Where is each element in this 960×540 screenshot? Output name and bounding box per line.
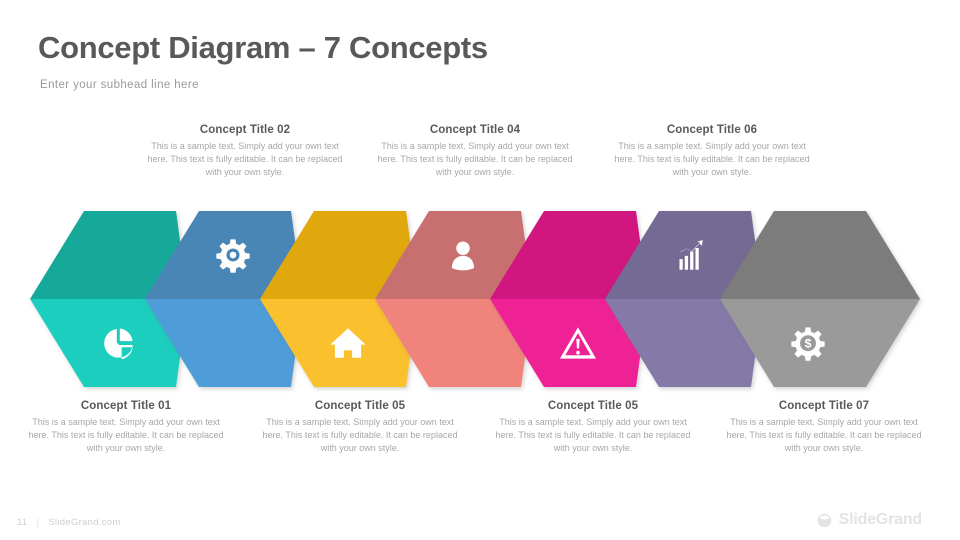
caption-body: This is a sample text. Simply add your o… [147, 141, 343, 177]
caption-title: Concept Title 04 [429, 124, 521, 136]
caption-body: This is a sample text. Simply add your o… [262, 417, 458, 453]
caption-body: This is a sample text. Simply add your o… [726, 417, 922, 453]
caption-concept-06: Concept Title 06 This is a sample text. … [614, 124, 810, 178]
pie-chart-icon [104, 328, 133, 360]
caption-concept-02: Concept Title 02 This is a sample text. … [147, 124, 343, 178]
hexagon-group: $ [30, 211, 920, 387]
caption-concept-01: Concept Title 01 This is a sample text. … [28, 400, 224, 454]
hexagon-upper-face [720, 211, 920, 299]
gear-icon [216, 239, 250, 273]
footer-separator: | [36, 517, 40, 528]
caption-title: Concept Title 01 [80, 400, 172, 412]
caption-concept-04: Concept Title 04 This is a sample text. … [377, 124, 573, 178]
caption-title: Concept Title 06 [666, 124, 758, 136]
gear-dollar-icon: $ [791, 327, 825, 361]
hexagon-upper-face [605, 211, 763, 299]
hexagon-lower-face [605, 299, 763, 387]
concept-hexagon-1[interactable] [30, 211, 240, 387]
caption-concept-05: Concept Title 05 This is a sample text. … [495, 400, 691, 454]
warning-icon [559, 327, 597, 359]
slidegrand-logo-text: SlideGrand [838, 511, 923, 528]
concept-hexagon-3[interactable] [260, 211, 470, 387]
concept-hexagon-7[interactable]: $ [720, 211, 920, 387]
concept-hexagon-5[interactable] [490, 211, 700, 387]
concept-hexagon-2[interactable] [145, 211, 355, 387]
caption-title: Concept Title 05 [314, 400, 406, 412]
hexagon-lower-face [145, 299, 303, 387]
page-number: 11 [17, 517, 28, 528]
footer-left: 11 | SlideGrand.com [17, 517, 121, 528]
caption-body: This is a sample text. Simply add your o… [28, 417, 224, 453]
slidegrand-sphere-icon [817, 513, 831, 527]
bar-chart-icon [679, 240, 703, 270]
footer-site[interactable]: SlideGrand.com [48, 517, 121, 528]
page-subhead: Enter your subhead line here [40, 79, 199, 91]
caption-body: This is a sample text. Simply add your o… [377, 141, 573, 177]
hexagon-upper-face [30, 211, 188, 299]
concept-hexagon-6[interactable] [605, 211, 815, 387]
caption-concept-07: Concept Title 07 This is a sample text. … [726, 400, 922, 454]
slidegrand-logo[interactable]: SlideGrand [816, 511, 922, 529]
caption-concept-03: Concept Title 05 This is a sample text. … [262, 400, 458, 454]
concept-hexagon-4[interactable] [375, 211, 585, 387]
svg-text:$: $ [805, 337, 812, 351]
caption-title: Concept Title 07 [778, 400, 870, 412]
home-icon [330, 328, 366, 358]
caption-body: This is a sample text. Simply add your o… [614, 141, 810, 177]
caption-body: This is a sample text. Simply add your o… [495, 417, 691, 453]
hexagon-lower-face [375, 299, 533, 387]
caption-title: Concept Title 02 [199, 124, 291, 136]
page-title: Concept Diagram – 7 Concepts [38, 30, 488, 65]
hexagon-upper-face [490, 211, 648, 299]
hexagon-upper-face [375, 211, 533, 299]
user-icon [451, 241, 475, 271]
caption-title: Concept Title 05 [547, 400, 639, 412]
hexagon-upper-face [260, 211, 418, 299]
